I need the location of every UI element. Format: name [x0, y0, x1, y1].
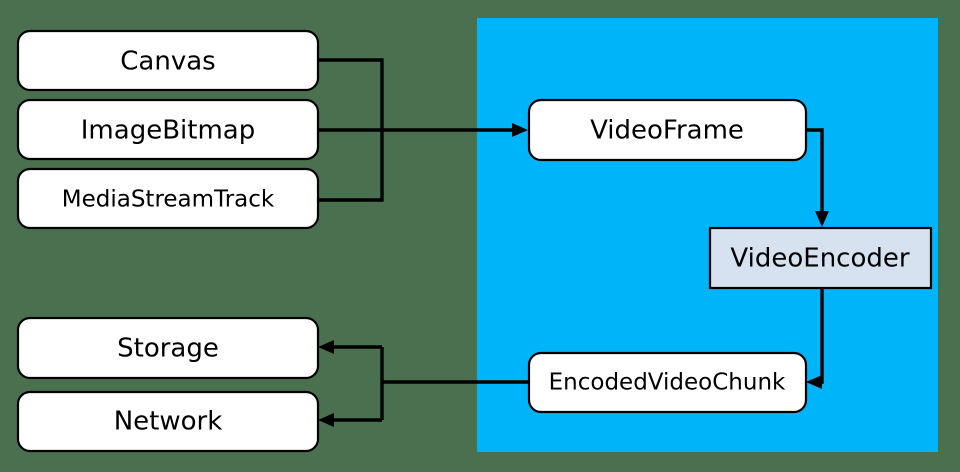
node-mediastreamtrack-label: MediaStreamTrack: [62, 187, 275, 213]
node-mediastreamtrack[interactable]: MediaStreamTrack: [16, 167, 320, 230]
node-encodedvideochunk[interactable]: EncodedVideoChunk: [527, 351, 808, 414]
node-imagebitmap[interactable]: ImageBitmap: [16, 98, 320, 161]
arrowhead-to-storage: [318, 340, 334, 354]
node-storage[interactable]: Storage: [16, 316, 320, 380]
arrowhead-to-videoencoder: [815, 211, 829, 227]
node-canvas-box: [16, 29, 320, 92]
edge-chunk-to-sinks: [318, 340, 529, 427]
arrowhead-to-videoframe: [512, 123, 528, 137]
node-imagebitmap-label: ImageBitmap: [81, 116, 255, 146]
node-network[interactable]: Network: [16, 390, 320, 453]
edge-sources-to-videoframe: [318, 58, 528, 202]
arrowhead-to-network: [318, 413, 334, 427]
node-videoframe-box: [527, 98, 808, 162]
edge-videoencoder-to-chunk: [806, 289, 824, 389]
node-encodedvideochunk-box: [527, 351, 808, 414]
node-network-label: Network: [114, 407, 223, 437]
edge-videoframe-to-videoencoder: [806, 128, 829, 227]
node-storage-box: [16, 316, 320, 380]
node-storage-label: Storage: [117, 334, 219, 364]
node-imagebitmap-box: [16, 98, 320, 161]
node-videoframe-label: VideoFrame: [590, 116, 744, 146]
node-videoencoder-box: [708, 226, 933, 290]
node-videoencoder[interactable]: VideoEncoder: [708, 226, 933, 290]
node-videoencoder-label: VideoEncoder: [730, 244, 909, 274]
node-canvas[interactable]: Canvas: [16, 29, 320, 92]
node-videoframe[interactable]: VideoFrame: [527, 98, 808, 162]
node-network-box: [16, 390, 320, 453]
arrowhead-to-chunk: [806, 375, 822, 389]
node-mediastreamtrack-box: [16, 167, 320, 230]
node-encodedvideochunk-label: EncodedVideoChunk: [549, 370, 786, 396]
node-canvas-label: Canvas: [120, 47, 215, 77]
